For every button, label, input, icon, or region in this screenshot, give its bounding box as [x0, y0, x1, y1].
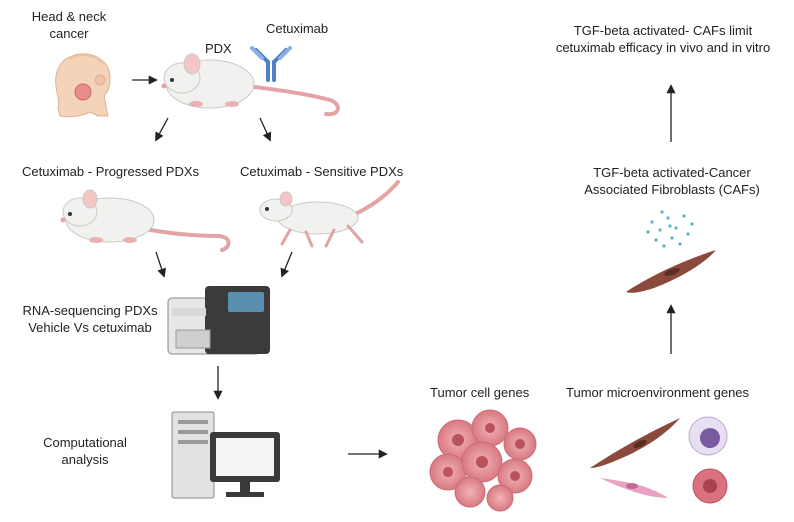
- arrow-progressed-to-rnaseq: [155, 251, 167, 278]
- head-neck-label: Head & neck cancer: [28, 8, 110, 42]
- computational-line2: analysis: [61, 452, 109, 467]
- rnaseq-label: RNA-sequencing PDXs Vehicle Vs cetuximab: [14, 302, 166, 336]
- pdx-mouse: [161, 53, 340, 117]
- pdx-label: PDX: [205, 41, 232, 56]
- head-neck-line1: Head & neck: [31, 9, 107, 24]
- tumor-cluster-illustration: [429, 409, 537, 512]
- conclusion-line1: TGF-beta activated- CAFs limit: [573, 23, 753, 38]
- flow-arrows: [132, 75, 676, 459]
- sensitive-mouse: [259, 180, 400, 248]
- conclusion-label: TGF-beta activated- CAFs limit cetuximab…: [538, 22, 788, 56]
- head-neck-line2: cancer: [49, 26, 89, 41]
- arrow-pdx-to-sensitive: [259, 117, 272, 142]
- tme-cells-illustration: [590, 416, 728, 504]
- tme-genes-label: Tumor microenvironment genes: [566, 385, 750, 400]
- progressed-label: Cetuximab - Progressed PDXs: [22, 164, 200, 179]
- computational-label: Computational analysis: [30, 434, 140, 468]
- computational-line1: Computational: [43, 435, 127, 450]
- conclusion-line2: cetuximab efficacy in vivo and in vitro: [555, 40, 771, 55]
- cetuximab-label: Cetuximab: [266, 21, 329, 36]
- rnaseq-line2: Vehicle Vs cetuximab: [28, 320, 152, 335]
- rnaseq-line1: RNA-sequencing PDXs: [22, 303, 158, 318]
- cafs-label: TGF-beta activated-Cancer Associated Fib…: [572, 164, 772, 198]
- cafs-line1: TGF-beta activated-Cancer: [593, 165, 751, 180]
- tumor-cell-genes-label: Tumor cell genes: [430, 385, 530, 400]
- progressed-mouse: [60, 189, 231, 252]
- sensitive-label: Cetuximab - Sensitive PDXs: [240, 164, 404, 179]
- antibody-icon: [250, 46, 292, 82]
- cafs-line2: Associated Fibroblasts (CAFs): [584, 182, 760, 197]
- tgf-beta-particles: [646, 210, 694, 248]
- arrow-pdx-to-progressed: [155, 117, 169, 142]
- computer-illustration: [171, 411, 280, 499]
- caf-illustration: [626, 210, 716, 293]
- head-neck-illustration: [55, 53, 111, 118]
- arrow-sensitive-to-rnaseq: [280, 251, 293, 278]
- sequencer-illustration: [167, 286, 270, 355]
